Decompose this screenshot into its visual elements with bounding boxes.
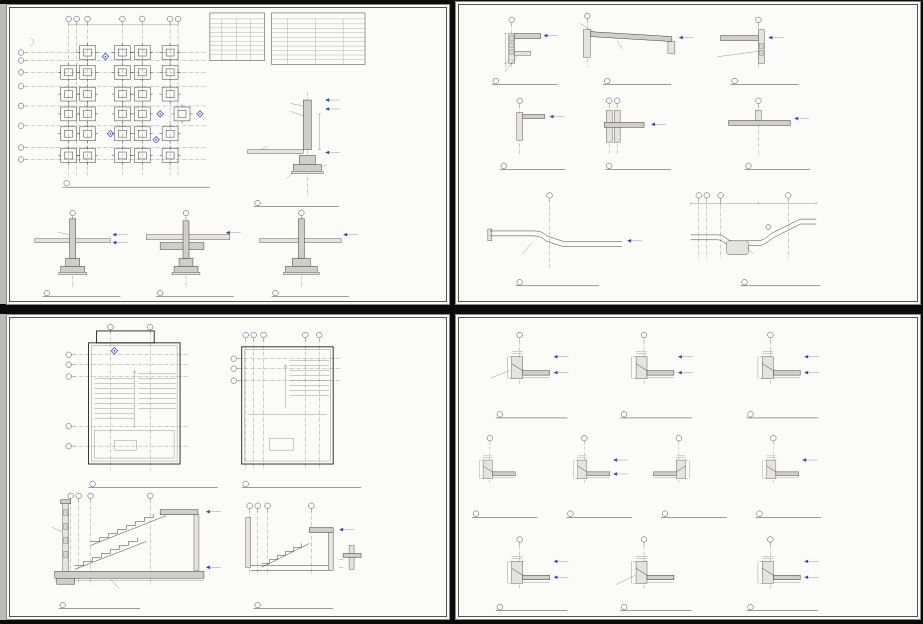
wall-section-detail-4: [499, 97, 566, 170]
wall-section-detail-2: [580, 12, 694, 85]
sheet-frame: [9, 7, 447, 302]
title-block-slot: [840, 319, 916, 615]
detail-title: [755, 510, 822, 518]
plan-title: [241, 480, 362, 488]
detail-title: [156, 290, 234, 297]
sheet-frame: [9, 317, 447, 617]
pad-footing-schedule-table: [209, 12, 265, 61]
parapet-detail-7: [755, 435, 822, 518]
sheet4-drawing-area: [460, 319, 838, 615]
detail-title: [495, 604, 568, 611]
parapet-detail-6: [653, 435, 727, 518]
column-schedule-table: [271, 12, 366, 65]
parapet-detail-4: [471, 435, 538, 518]
detail-title: [515, 279, 600, 287]
sheet2-drawing-area: [460, 6, 838, 300]
roof-edge-detail: [728, 97, 811, 170]
detail-title: [620, 411, 692, 419]
title-block-slot: [369, 319, 445, 615]
sheet3-drawing-area: [11, 319, 367, 615]
sheet-foundation-layout: [6, 4, 450, 305]
sheet1-drawing-area: [11, 9, 367, 300]
detail-title: [491, 77, 558, 85]
plan-title: [88, 480, 218, 488]
footing-section-detail-1: [34, 209, 128, 297]
sheet-frame: [458, 317, 918, 617]
stair-section-detail: [51, 492, 221, 609]
level-marker-icon: [325, 98, 341, 155]
wall-section-detail-3: [717, 16, 799, 85]
plan-title: [62, 180, 210, 188]
detail-title: [271, 290, 350, 297]
detail-title: [746, 604, 819, 611]
detail-title: [253, 199, 340, 207]
parapet-detail-9: [616, 536, 692, 611]
staircase-ground-plan: [65, 323, 218, 488]
detail-title: [605, 162, 671, 170]
detail-title: [744, 162, 811, 170]
detail-title: [566, 510, 633, 518]
sheet-frame: [458, 4, 918, 302]
detail-title: [499, 162, 566, 170]
parapet-detail-2: [620, 331, 693, 419]
detail-title: [42, 290, 121, 297]
detail-title: [603, 77, 671, 85]
sheet-edge-strip: [0, 314, 6, 620]
detail-title: [730, 77, 799, 85]
foundation-plan: [17, 15, 210, 188]
grid-bubble-icon: [65, 15, 182, 26]
section-cut-marker-icon: [765, 224, 772, 230]
section-cut-marker-icon: [101, 52, 204, 144]
slab-sump-section-detail: [690, 192, 821, 287]
pedestal-section-detail: [247, 92, 341, 207]
title-block-slot: [840, 6, 916, 300]
sheet-typical-sections-1: [455, 1, 921, 305]
footing-section-detail-2: [146, 209, 241, 297]
detail-title: [253, 602, 334, 609]
parapet-detail-3: [746, 331, 820, 419]
pad-footings: [57, 42, 193, 166]
detail-title: [740, 279, 821, 287]
edge-mini-detail: [339, 545, 362, 570]
detail-title: [620, 604, 692, 611]
sheet-typical-sections-2: [455, 314, 921, 620]
detail-title: [660, 510, 727, 518]
detail-title: [495, 411, 568, 419]
first-floor-ga-plan: [230, 331, 362, 488]
stair-pit-section-detail: [245, 502, 355, 609]
detail-title: [58, 602, 141, 609]
wall-section-detail-5: [603, 97, 671, 170]
sheet-edge-strip: [0, 4, 6, 304]
detail-title: [471, 510, 538, 518]
parapet-detail-8: [495, 536, 569, 611]
footing-section-detail-3: [259, 209, 359, 297]
wall-section-detail-1: [491, 16, 559, 85]
ramp-section-detail: [487, 192, 643, 287]
sheet-staircase: [6, 314, 450, 620]
parapet-detail-5: [566, 435, 633, 518]
detail-title: [746, 411, 819, 419]
parapet-detail-1: [490, 331, 569, 419]
parapet-detail-10: [746, 536, 820, 611]
title-block-slot: [369, 9, 445, 300]
